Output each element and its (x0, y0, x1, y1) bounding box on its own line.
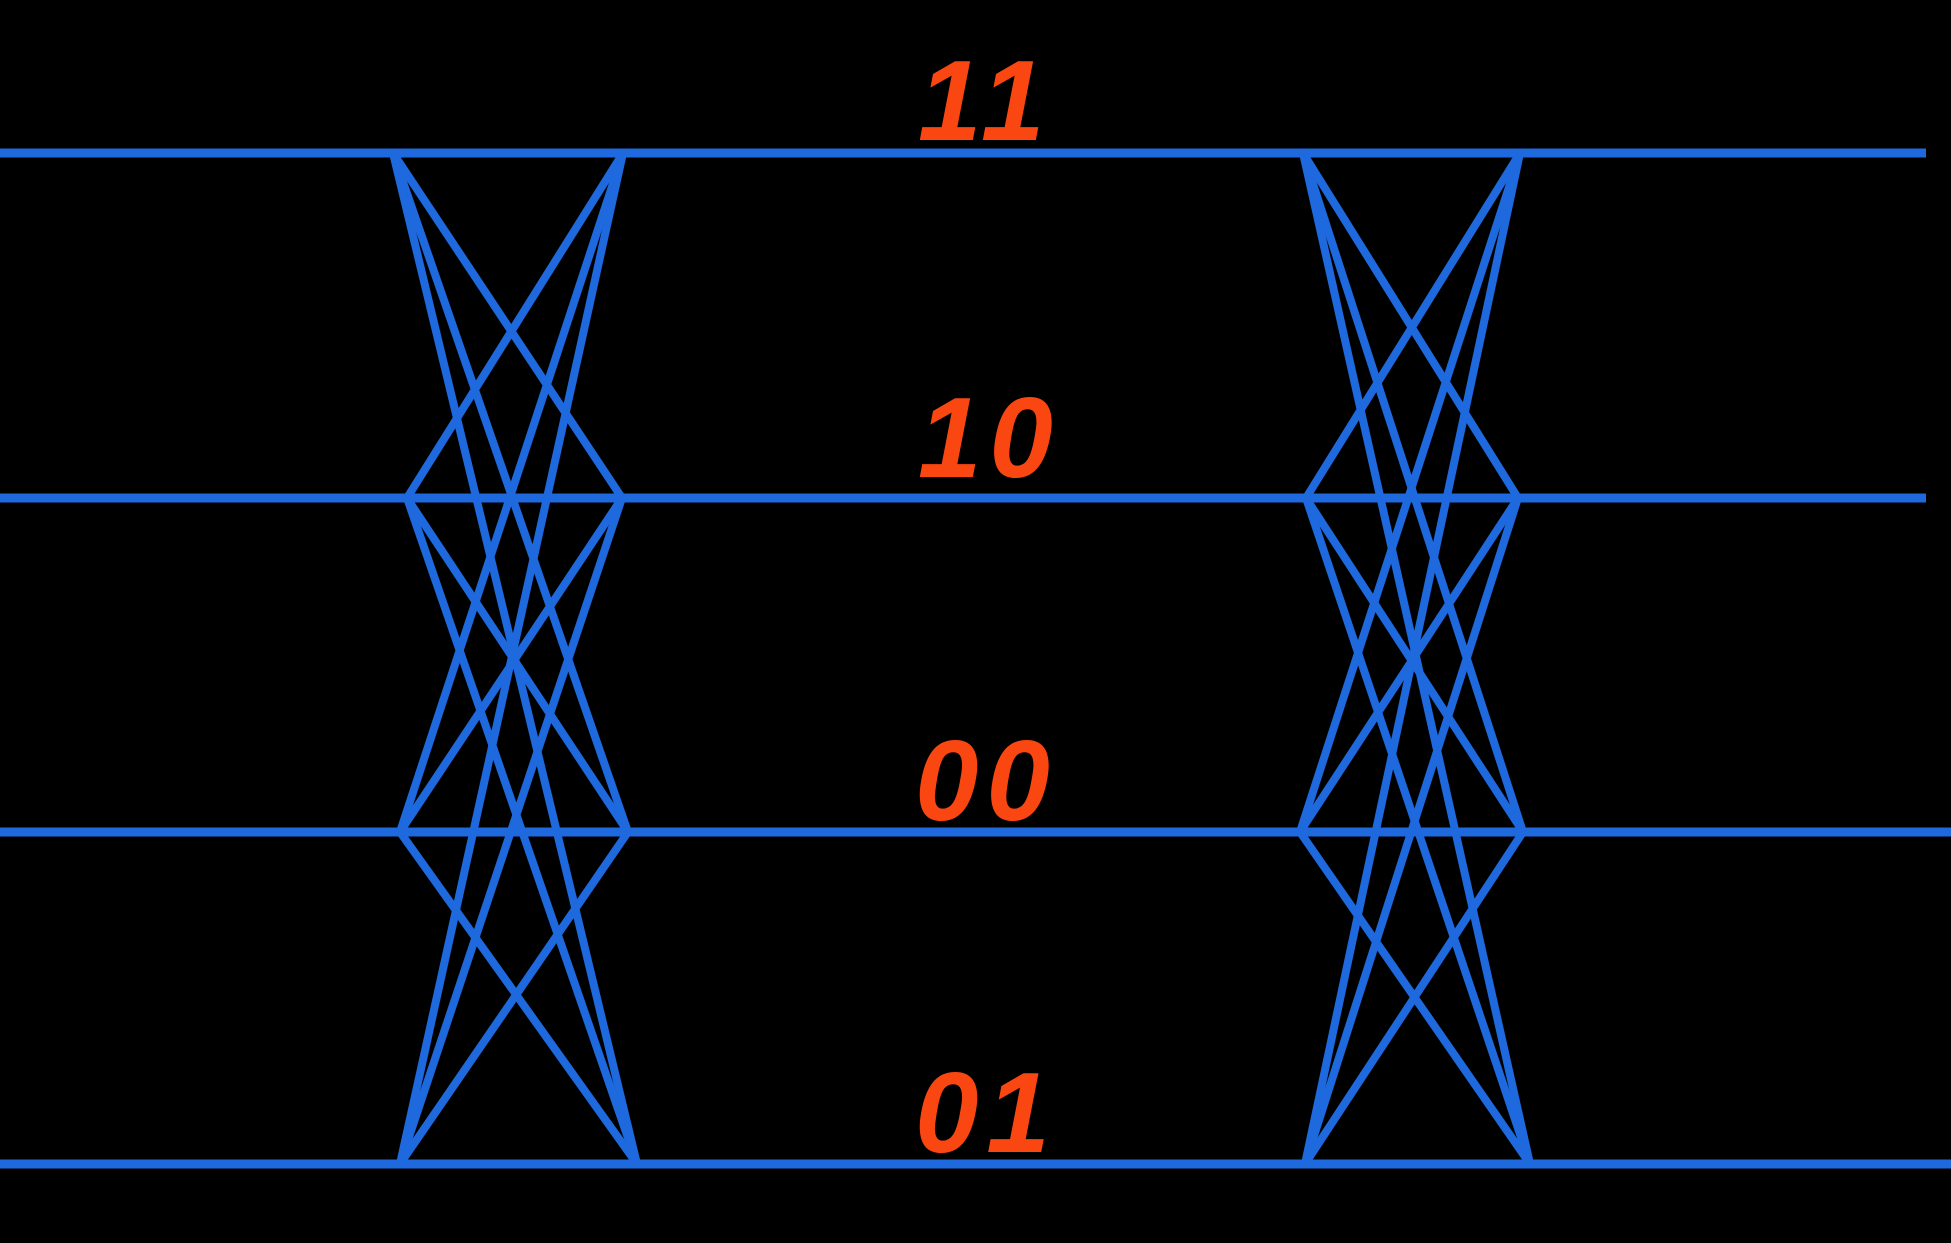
trellis-edge-10-to-00 (403, 494, 632, 836)
state-label-01: 01 (915, 1050, 1058, 1177)
state-label-00: 00 (915, 718, 1058, 845)
state-label-10: 10 (918, 375, 1061, 502)
trellis-edge-10-to-11 (1302, 149, 1524, 502)
trellis-edge-10-to-11 (403, 149, 627, 502)
trellis-edge-01-to-00 (1301, 828, 1527, 1168)
state-label-11: 11 (918, 38, 1052, 165)
trellis-edge-01-to-11 (1301, 149, 1524, 1168)
trellis-edge-01-to-11 (396, 149, 627, 1168)
trellis-edge-01-to-00 (396, 828, 632, 1168)
trellis-edge-11-to-10 (389, 149, 626, 502)
trellis-edge-00-to-11 (396, 149, 627, 836)
trellis-edge-00-to-11 (1296, 149, 1524, 836)
